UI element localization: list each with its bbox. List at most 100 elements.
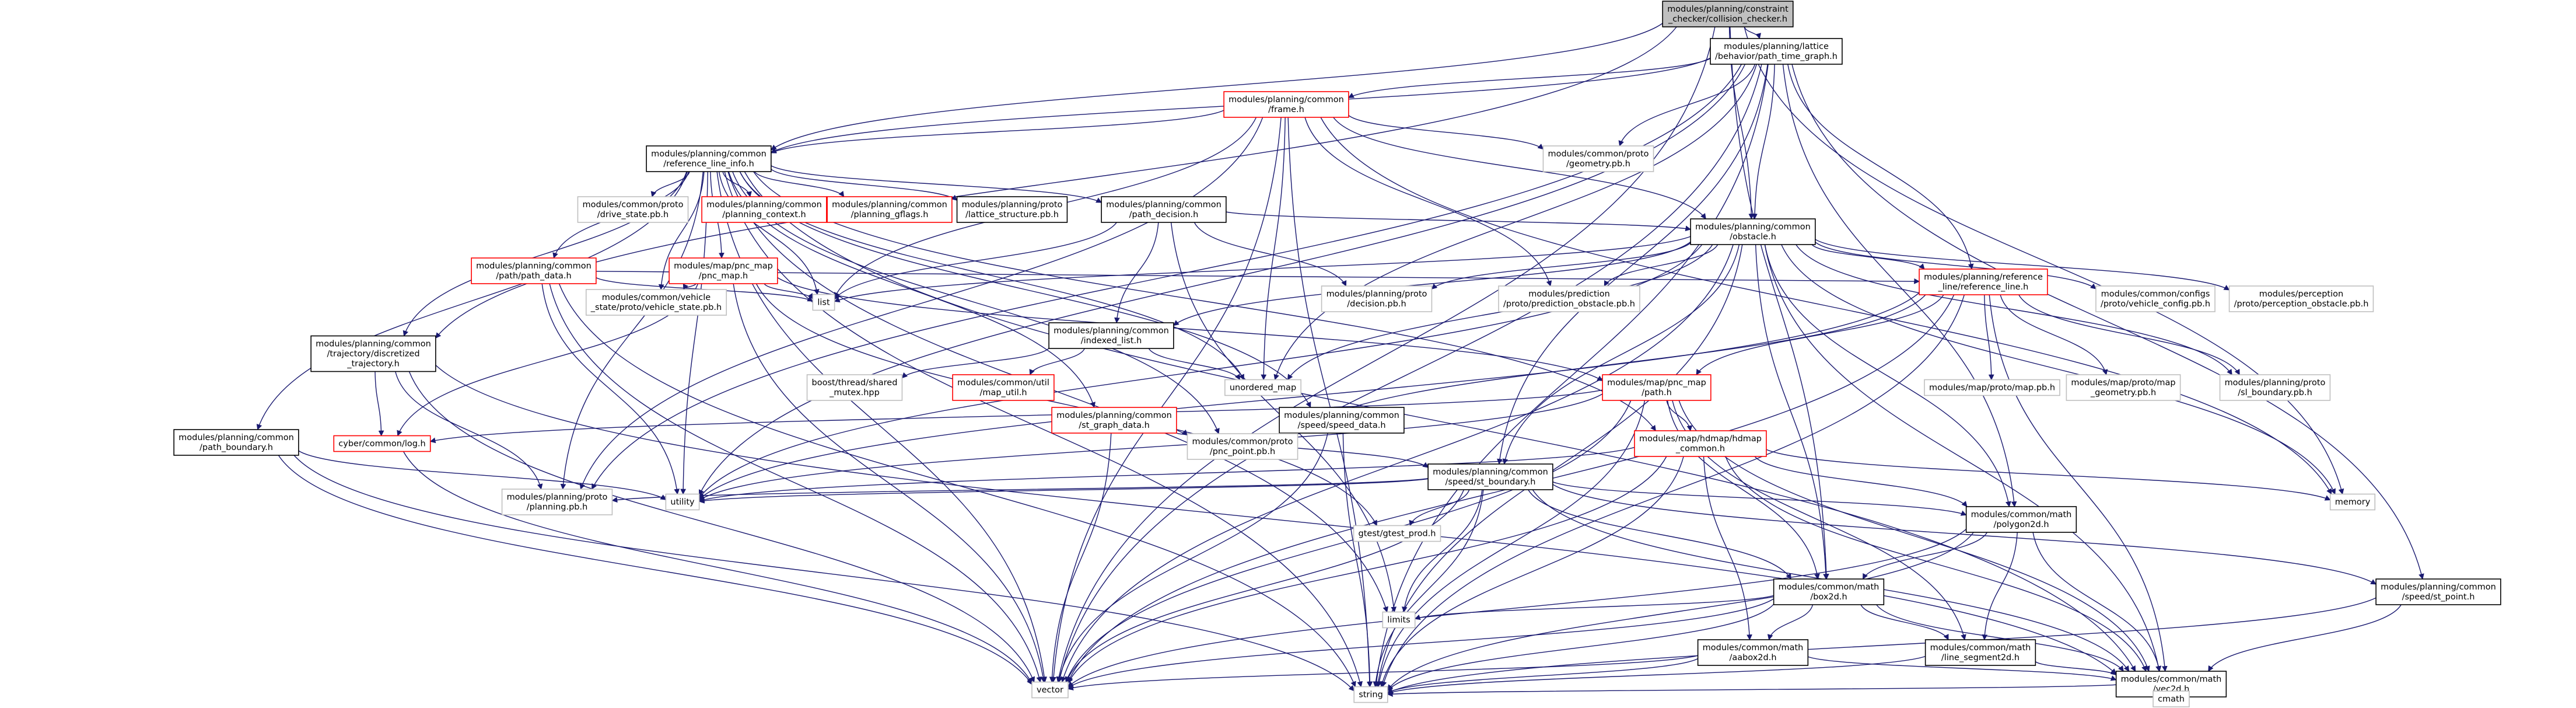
node-unordered-map[interactable]: unordered_map [1224,379,1301,396]
node-map-util[interactable]: modules/common/util/map_util.h [952,374,1055,401]
node-geometry-pb[interactable]: modules/common/proto/geometry.pb.h [1542,145,1654,172]
node-lattice-structure[interactable]: modules/planning/proto/lattice_structure… [956,196,1068,223]
node-planning-pb[interactable]: modules/planning/proto/planning.pb.h [501,489,613,515]
node-label-line: _mutex.hpp [829,388,880,397]
node-drive-state[interactable]: modules/common/proto/drive_state.pb.h [577,196,689,223]
node-log[interactable]: cyber/common/log.h [333,435,431,452]
node-box [310,335,436,372]
edge-st_graph_data-to-vector [1049,433,1112,683]
node-reference-line[interactable]: modules/planning/reference_line/referenc… [1919,268,2048,295]
node-label-line: _line/reference_line.h [1938,282,2029,292]
node-line-segment2d[interactable]: modules/common/math/line_segment2d.h [1924,639,2036,666]
node-path-data[interactable]: modules/planning/common/path/path_data.h [471,257,597,284]
node-trajectory[interactable]: modules/planning/common/trajectory/discr… [310,335,436,372]
node-vec2d[interactable]: modules/common/math/vec2d.h [2115,671,2227,697]
node-gtest[interactable]: gtest/gtest_prod.h [1353,525,1441,542]
node-box [1224,379,1301,396]
node-sl-boundary[interactable]: modules/planning/proto/sl_boundary.pb.h [2219,374,2331,401]
node-prediction-obstacle[interactable]: modules/prediction/proto/prediction_obst… [1498,285,1640,312]
node-string[interactable]: string [1353,686,1388,703]
node-vehicle-state[interactable]: modules/common/vehicle_state/proto/vehic… [585,289,727,316]
node-planning-context[interactable]: modules/planning/common/planning_context… [701,196,827,223]
edge-ptg-to-geometry_pb [1618,64,1756,147]
node-box [2066,374,2181,401]
edge-pnc_path-to-utility [698,393,1603,501]
node-decision-pb[interactable]: modules/planning/proto/decision.pb.h [1321,285,1433,312]
node-root[interactable]: modules/planning/constraint_checker/coll… [1662,1,1794,27]
node-box [1697,639,1809,666]
node-aabox2d[interactable]: modules/common/math/aabox2d.h [1697,639,1809,666]
node-label-line: modules/planning/common [1054,326,1169,336]
node-label-line: /indexed_list.h [1081,336,1142,346]
node-label-line: list [817,298,830,308]
node-hdmap-common[interactable]: modules/map/hdmap/hdmap_common.h [1634,430,1767,457]
edge-st_point-to-string [1387,597,2376,693]
node-box [1048,322,1174,349]
edge-aabox2d-to-vec2d [1808,656,2117,681]
edge-st_point-to-vec2d [2208,604,2402,672]
node-box [1353,686,1388,703]
node-ptg[interactable]: modules/planning/lattice/behavior/path_t… [1710,38,1843,65]
node-label-line: /drive_state.pb.h [597,210,668,219]
node-list[interactable]: list [812,294,835,311]
node-path-decision[interactable]: modules/planning/common/path_decision.h [1101,196,1227,223]
node-pnc-point[interactable]: modules/common/proto/pnc_point.pb.h [1186,433,1298,460]
edge-aabox2d-to-vector [1068,655,1698,690]
node-box [585,289,727,316]
edge-reference_line-to-vec2d [1989,294,2168,672]
node-st-graph-data[interactable]: modules/planning/common/st_graph_data.h [1051,407,1177,434]
node-planning-gflags[interactable]: modules/planning/common/planning_gflags.… [827,196,953,223]
node-label-line: /path_decision.h [1129,210,1199,219]
edge-rli-to-planning_gflags [754,171,845,197]
edge-path_boundary-to-utility [298,450,667,500]
node-box [2219,374,2331,401]
edge-line_segment2d-to-vec2d [2035,661,2117,676]
node-map-pb[interactable]: modules/map/proto/map.pb.h [1924,379,2060,396]
edge-root-to-box2d [1730,26,1829,580]
node-cmath[interactable]: cmath [2152,690,2190,707]
node-polygon2d[interactable]: modules/common/math/polygon2d.h [1965,506,2077,533]
node-label-line: modules/planning/common [651,149,766,159]
node-shared-mutex[interactable]: boost/thread/shared_mutex.hpp [806,374,903,401]
node-label-line: /speed/st_boundary.h [1446,477,1536,487]
edge-reference_line-to-sl_boundary [2018,294,2240,375]
node-box [827,196,953,223]
edge-speed_data-to-string [1342,433,1373,688]
node-map-geometry[interactable]: modules/map/proto/map_geometry.pb.h [2066,374,2181,401]
node-speed-data[interactable]: modules/planning/common/speed/speed_data… [1279,407,1405,434]
node-label-line: modules/map/pnc_map [1607,378,1706,388]
node-label-line: modules/planning/common [2381,583,2496,592]
edge-obstacle-to-vehicle_config [1815,242,2096,290]
node-label-line: /path_boundary.h [200,443,273,452]
node-box [1101,196,1227,223]
node-pnc-map[interactable]: modules/map/pnc_map/pnc_map.h [668,257,778,284]
node-perception-obstacle[interactable]: modules/perception/proto/perception_obst… [2228,285,2374,312]
node-pnc-path[interactable]: modules/map/pnc_map/path.h [1602,374,1712,401]
node-utility[interactable]: utility [665,493,700,511]
node-box [1382,611,1416,629]
node-path-boundary[interactable]: modules/planning/common/path_boundary.h [173,429,299,456]
node-rli[interactable]: modules/planning/common/reference_line_i… [646,145,772,172]
edge-ptg-to-reference_line [1787,64,1974,270]
node-vehicle-config[interactable]: modules/common/configs/proto/vehicle_con… [2095,285,2216,312]
edge-frame-to-vector [1051,117,1282,683]
node-box [1031,681,1069,699]
node-vector[interactable]: vector [1031,681,1069,699]
node-st-boundary[interactable]: modules/planning/common/speed/st_boundar… [1427,463,1553,490]
edge-trajectory-to-log [374,371,384,437]
node-obstacle[interactable]: modules/planning/common/obstacle.h [1690,218,1816,245]
node-memory[interactable]: memory [2329,493,2376,511]
node-st-point[interactable]: modules/planning/common/speed/st_point.h [2375,578,2501,605]
node-frame[interactable]: modules/planning/common/frame.h [1223,91,1349,118]
node-box [1690,218,1816,245]
node-box2d[interactable]: modules/common/math/box2d.h [1773,578,1885,605]
edge-root-to-rli [771,23,1663,151]
edge-obstacle-to-vector [1060,244,1734,683]
node-label-line: /pnc_point.pb.h [1210,447,1275,456]
node-label-line: modules/common/math [1971,510,2072,519]
node-limits[interactable]: limits [1382,611,1416,629]
node-indexed-list[interactable]: modules/planning/common/indexed_list.h [1048,322,1174,349]
edge-pnc_path-to-string [1376,400,1646,688]
edge-indexed_list-to-shared_mutex [901,348,1049,379]
edge-rli-to-planning_pb [560,171,704,490]
